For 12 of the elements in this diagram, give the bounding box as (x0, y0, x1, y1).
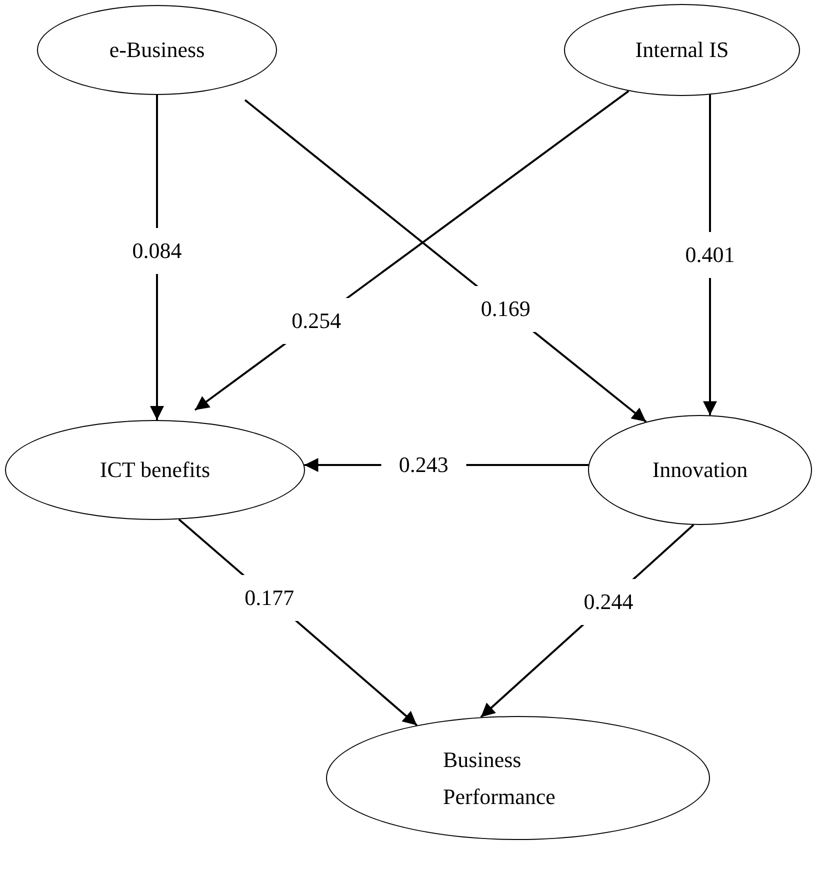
node-label: Innovation (652, 456, 748, 484)
node-label: Internal IS (635, 36, 729, 64)
edge-label: 0.244 (584, 588, 634, 614)
edge-label: 0.401 (685, 242, 735, 267)
node-label: e-Business (109, 36, 205, 64)
edge-label: 0.177 (244, 584, 294, 610)
edge-label: 0.084 (132, 238, 182, 263)
edge-label: 0.169 (480, 296, 530, 322)
node-label: ICT benefits (100, 456, 210, 484)
node-label: Business Performance (443, 746, 556, 811)
edge-label: 0.254 (292, 308, 342, 333)
edge-label: 0.243 (398, 452, 448, 477)
